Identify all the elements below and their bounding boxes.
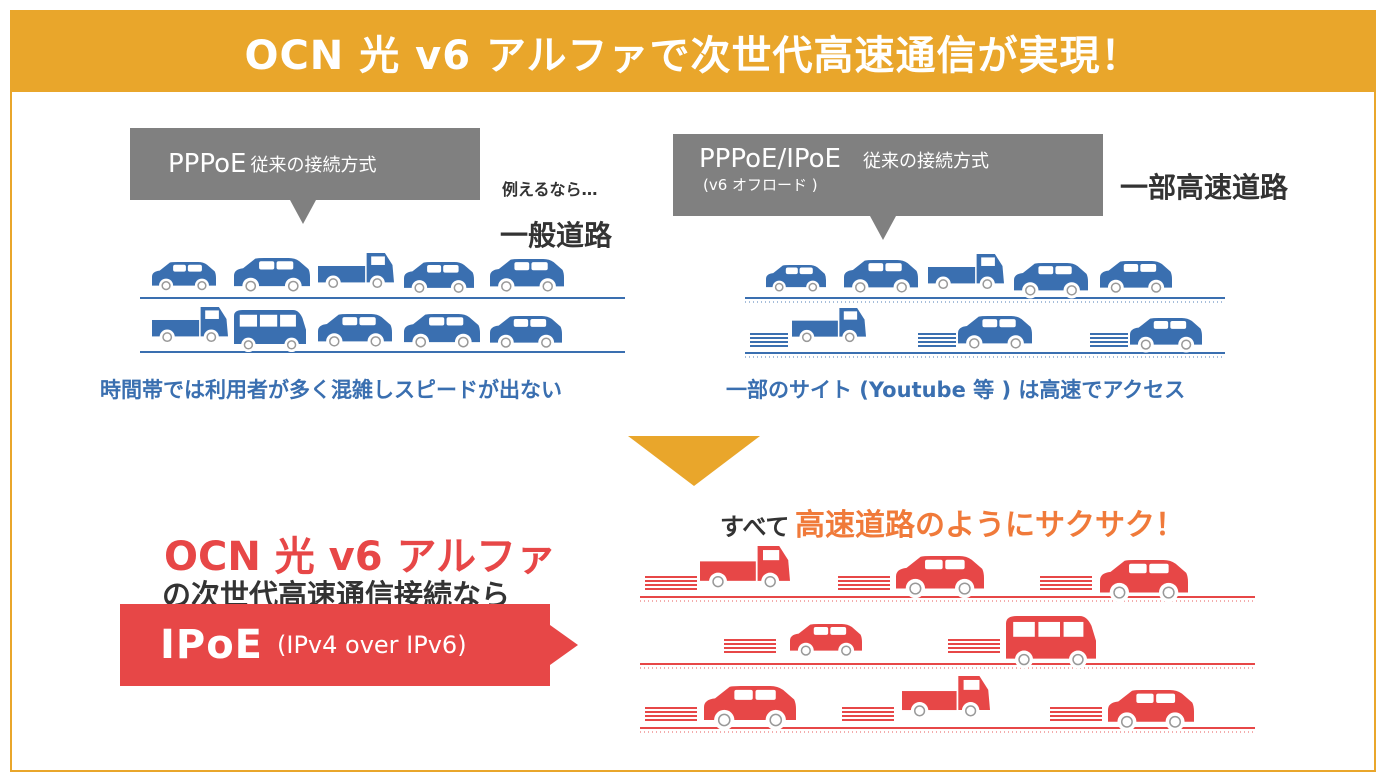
right-bubble-label: PPPoE/IPoE bbox=[699, 144, 841, 174]
speed-lines-icon bbox=[750, 333, 788, 347]
right-caption: 一部のサイト (Youtube 等 ) は高速でアクセス bbox=[726, 378, 1186, 402]
ipoe-box: IPoE (IPv4 over IPv6) bbox=[120, 604, 550, 686]
car-icon bbox=[1108, 690, 1194, 732]
van-icon bbox=[1006, 616, 1096, 669]
right-bubble-tail bbox=[870, 216, 896, 240]
speed-lines-icon bbox=[842, 707, 894, 721]
speed-lines-icon bbox=[1040, 576, 1092, 590]
left-bubble-label: PPPoE bbox=[168, 149, 247, 179]
page-title: OCN 光 v6 アルファで次世代高速通信が実現！ bbox=[244, 33, 1142, 79]
truck-icon bbox=[700, 546, 790, 591]
right-bubble: PPPoE/IPoE 従来の接続方式 (v6 オフロード ) bbox=[673, 134, 1103, 216]
car-icon bbox=[790, 624, 862, 659]
car-icon bbox=[490, 316, 562, 351]
car-icon bbox=[404, 314, 480, 351]
car-icon bbox=[1100, 560, 1188, 603]
speed-lines-icon bbox=[918, 333, 956, 347]
car-icon bbox=[234, 258, 310, 295]
truck-icon bbox=[928, 254, 1004, 292]
car-icon bbox=[958, 316, 1032, 352]
truck-icon bbox=[792, 308, 866, 345]
right-bubble-sub: 従来の接続方式 bbox=[862, 151, 989, 172]
ipoe-sublabel: (IPv4 over IPv6) bbox=[277, 631, 467, 659]
left-caption: 時間帯では利用者が多く混雑しスピードが出ない bbox=[100, 378, 562, 402]
car-icon bbox=[152, 262, 216, 293]
car-icon bbox=[704, 686, 796, 731]
left-bubble-tail bbox=[290, 200, 316, 224]
down-arrow-icon bbox=[628, 436, 760, 486]
speed-lines-icon bbox=[645, 707, 697, 721]
tagline: すべて 高速道路のようにサクサク！ bbox=[720, 500, 1185, 544]
right-road-label: 一部高速道路 bbox=[1120, 171, 1289, 204]
speed-lines-icon bbox=[645, 576, 697, 590]
speed-lines-icon bbox=[1050, 707, 1102, 721]
car-icon bbox=[844, 260, 918, 296]
truck-icon bbox=[902, 676, 990, 720]
left-road-label: 一般道路 bbox=[500, 219, 613, 252]
car-icon bbox=[1130, 318, 1202, 353]
speed-lines-icon bbox=[948, 639, 1000, 653]
truck-icon bbox=[318, 253, 394, 291]
car-icon bbox=[318, 314, 392, 350]
ipoe-box-arrow bbox=[550, 625, 578, 665]
tagline-prefix: すべて bbox=[720, 513, 790, 541]
speed-lines-icon bbox=[838, 576, 890, 590]
right-bubble-sub2: (v6 オフロード ) bbox=[703, 176, 818, 194]
bottom-headline: OCN 光 v6 アルファ bbox=[164, 534, 557, 580]
left-bubble-sub: 従来の接続方式 bbox=[250, 155, 377, 176]
title-banner: OCN 光 v6 アルファで次世代高速通信が実現！ bbox=[12, 12, 1374, 92]
left-bubble: PPPoE 従来の接続方式 bbox=[130, 128, 480, 200]
tagline-highlight: 高速道路のようにサクサク！ bbox=[794, 508, 1185, 543]
car-icon bbox=[404, 262, 474, 296]
truck-icon bbox=[152, 307, 228, 345]
car-icon bbox=[490, 259, 564, 295]
car-icon bbox=[766, 265, 826, 294]
left-note: 例えるなら… bbox=[502, 180, 598, 199]
ipoe-label: IPoE bbox=[160, 622, 264, 668]
van-icon bbox=[234, 310, 306, 353]
speed-lines-icon bbox=[1090, 333, 1128, 347]
car-icon bbox=[1014, 263, 1088, 299]
car-icon bbox=[896, 556, 984, 599]
car-icon bbox=[1100, 261, 1172, 296]
speed-lines-icon bbox=[724, 639, 776, 653]
